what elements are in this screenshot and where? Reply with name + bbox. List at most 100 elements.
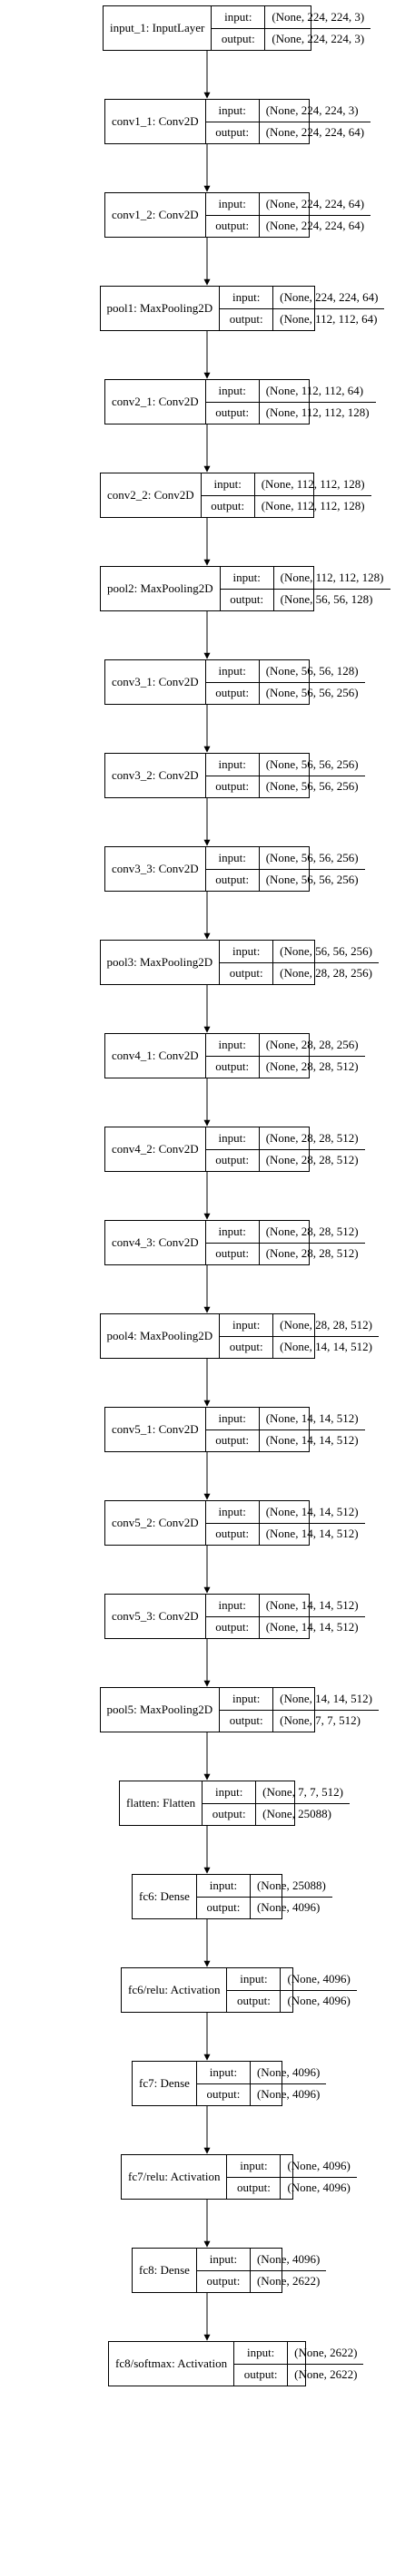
- input-row: input:(None, 4096): [227, 2155, 356, 2177]
- output-shape: (None, 4096): [287, 2181, 351, 2195]
- output-key: output:: [202, 495, 255, 517]
- layer-name: pool5: MaxPooling2D: [101, 1688, 221, 1732]
- io-table: input:(None, 224, 224, 64)output:(None, …: [205, 193, 371, 237]
- input-key: input:: [206, 380, 260, 402]
- input-shape: (None, 112, 112, 128): [280, 570, 384, 584]
- output-key: output:: [221, 589, 274, 610]
- input-row: input:(None, 28, 28, 512): [206, 1221, 365, 1243]
- output-shape: (None, 28, 28, 512): [265, 1246, 359, 1261]
- io-table: input:(None, 2622)output:(None, 2622): [234, 2342, 364, 2386]
- input-shape: (None, 224, 224, 3): [272, 9, 365, 24]
- input-key: input:: [221, 567, 274, 589]
- output-shape: (None, 28, 28, 512): [265, 1153, 359, 1167]
- input-key: input:: [206, 847, 260, 869]
- output-key: output:: [220, 1710, 274, 1732]
- layer-name: fc6/relu: Activation: [122, 1968, 228, 2012]
- input-shape: (None, 56, 56, 256): [280, 943, 372, 958]
- output-row: output:(None, 14, 14, 512): [205, 1615, 365, 1638]
- input-key: input:: [206, 1221, 260, 1243]
- input-shape: (None, 7, 7, 512): [262, 1784, 343, 1799]
- output-key: output:: [227, 1990, 282, 2012]
- output-key: output:: [220, 1336, 274, 1358]
- output-row: output:(None, 25088): [203, 1802, 350, 1825]
- layer-name: conv2_1: Conv2D: [105, 380, 206, 424]
- layer-name: conv2_2: Conv2D: [101, 473, 202, 517]
- output-shape: (None, 56, 56, 256): [265, 686, 359, 700]
- layer-name: pool3: MaxPooling2D: [101, 941, 221, 984]
- io-table: input:(None, 224, 224, 64)output:(None, …: [220, 287, 385, 330]
- output-shape: (None, 112, 112, 64): [280, 312, 378, 327]
- layer-name: pool2: MaxPooling2D: [101, 567, 221, 610]
- io-table: input:(None, 25088)output:(None, 4096): [196, 1875, 332, 1918]
- output-row: output:(None, 112, 112, 64): [220, 307, 385, 330]
- input-shape: (None, 2622): [294, 2345, 358, 2359]
- output-row: output:(None, 14, 14, 512): [205, 1429, 365, 1451]
- input-key: input:: [197, 1875, 251, 1897]
- output-row: output:(None, 2622): [196, 2269, 327, 2292]
- input-shape: (None, 4096): [256, 2064, 321, 2079]
- input-key: input:: [206, 1127, 260, 1149]
- io-table: input:(None, 14, 14, 512)output:(None, 1…: [205, 1501, 365, 1545]
- layer-name: fc8: Dense: [133, 2249, 197, 2292]
- output-key: output:: [206, 122, 260, 143]
- layer-name: flatten: Flatten: [120, 1781, 203, 1825]
- output-key: output:: [212, 28, 266, 50]
- output-row: output:(None, 28, 28, 512): [205, 1055, 365, 1078]
- input-key: input:: [234, 2342, 289, 2364]
- input-key: input:: [220, 1688, 274, 1710]
- output-shape: (None, 224, 224, 64): [265, 125, 365, 140]
- input-shape: (None, 4096): [287, 2158, 351, 2172]
- output-shape: (None, 2622): [256, 2274, 321, 2288]
- output-row: output:(None, 112, 112, 128): [205, 401, 376, 424]
- input-row: input:(None, 14, 14, 512): [206, 1501, 365, 1523]
- output-key: output:: [206, 1523, 260, 1545]
- input-shape: (None, 4096): [256, 2251, 321, 2266]
- layer-name: conv5_3: Conv2D: [105, 1595, 206, 1638]
- input-row: input: (None, 112, 112, 128): [221, 567, 390, 589]
- io-table: input:(None, 112, 112, 64)output:(None, …: [205, 380, 376, 424]
- layer-name: pool4: MaxPooling2D: [101, 1314, 221, 1358]
- output-shape: (None, 14, 14, 512): [265, 1620, 359, 1634]
- output-key: output:: [206, 1429, 260, 1451]
- output-shape: (None, 28, 28, 256): [280, 966, 372, 981]
- output-row: output:(None, 56, 56, 256): [205, 775, 365, 797]
- layer-name: conv3_1: Conv2D: [105, 660, 206, 704]
- io-table: input:(None, 4096)output:(None, 4096): [196, 2062, 327, 2105]
- input-key: input:: [227, 1968, 282, 1990]
- input-key: input:: [197, 2062, 251, 2083]
- input-shape: (None, 14, 14, 512): [265, 1410, 359, 1425]
- input-row: input:(None, 112, 112, 64): [206, 380, 376, 402]
- input-row: input:(None, 112, 112, 128): [202, 473, 371, 495]
- input-shape: (None, 28, 28, 512): [280, 1317, 372, 1332]
- input-shape: (None, 224, 224, 3): [265, 102, 359, 117]
- input-key: input:: [206, 1595, 260, 1616]
- output-row: output:(None, 56, 56, 256): [205, 681, 365, 704]
- layer-name: input_1: InputLayer: [104, 6, 212, 50]
- output-row: output:(None, 112, 112, 128): [201, 494, 371, 517]
- output-row: output: (None, 224, 224, 64): [205, 121, 371, 143]
- output-shape: (None, 14, 14, 512): [280, 1340, 372, 1354]
- output-key: output:: [206, 869, 260, 891]
- layer-name: fc7: Dense: [133, 2062, 197, 2105]
- input-shape: (None, 56, 56, 256): [265, 756, 359, 771]
- output-key: output:: [197, 2083, 251, 2105]
- output-row: output:(None, 4096): [196, 1896, 332, 1918]
- input-shape: (None, 112, 112, 128): [261, 476, 365, 491]
- input-key: input:: [197, 2249, 251, 2270]
- io-table: input:(None, 28, 28, 512)output:(None, 2…: [205, 1127, 365, 1171]
- input-row: input:(None, 14, 14, 512): [206, 1595, 365, 1616]
